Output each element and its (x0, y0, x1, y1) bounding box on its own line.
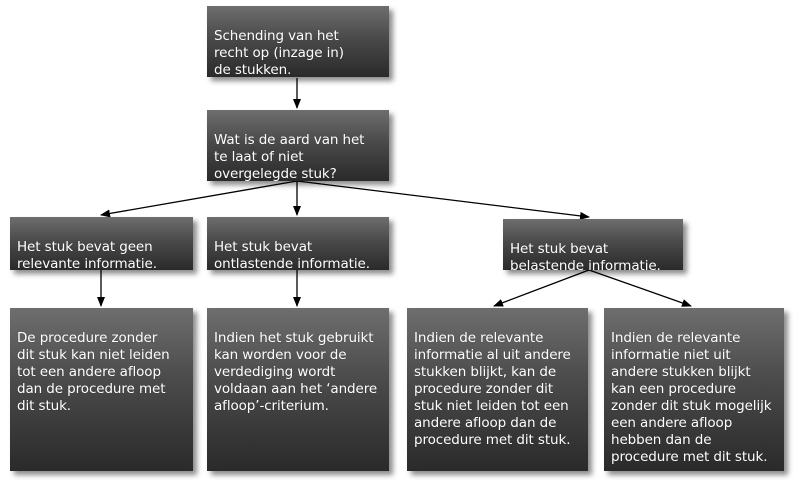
node-branch-irrelevant: Het stuk bevat geen relevante informatie… (10, 217, 193, 272)
node-root: Schending van het recht op (inzage in) d… (207, 6, 389, 78)
node-outcome-irrelevant-text: De procedure zonder dit stuk kan niet le… (17, 330, 170, 414)
arrow-incriminating-to-unknown (588, 269, 692, 307)
node-branch-exculpatory: Het stuk bevat ontlastende informatie. (207, 217, 389, 272)
node-outcome-exculpatory: Indien het stuk gebruikt kan worden voor… (207, 308, 389, 471)
node-outcome-incriminating-known: Indien de relevante informatie al uit an… (407, 308, 588, 471)
arrow-question-to-incriminating (296, 180, 590, 220)
node-branch-incriminating-text: Het stuk bevat belastende informatie. (510, 241, 661, 274)
node-question-text: Wat is de aard van het te laat of niet o… (214, 132, 365, 182)
node-question: Wat is de aard van het te laat of niet o… (207, 110, 389, 182)
arrow-incriminating-to-known (493, 269, 590, 307)
node-branch-incriminating: Het stuk bevat belastende informatie. (503, 219, 683, 274)
node-outcome-incriminating-unknown: Indien de relevante informatie niet uit … (604, 308, 784, 471)
node-outcome-incriminating-unknown-text: Indien de relevante informatie niet uit … (611, 330, 772, 465)
node-root-text: Schending van het recht op (inzage in) d… (214, 28, 344, 78)
node-branch-exculpatory-text: Het stuk bevat ontlastende informatie. (214, 239, 370, 272)
node-branch-irrelevant-text: Het stuk bevat geen relevante informatie… (17, 239, 157, 272)
node-outcome-irrelevant: De procedure zonder dit stuk kan niet le… (10, 308, 193, 471)
node-outcome-incriminating-known-text: Indien de relevante informatie al uit an… (414, 330, 571, 448)
node-outcome-exculpatory-text: Indien het stuk gebruikt kan worden voor… (214, 330, 378, 414)
arrow-question-to-irrelevant (100, 180, 298, 218)
